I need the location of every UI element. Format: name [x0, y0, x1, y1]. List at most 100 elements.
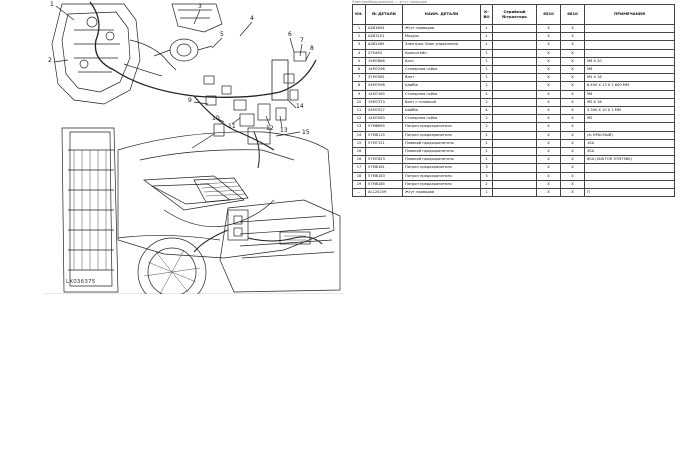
- table-cell: 1: [480, 23, 493, 34]
- table-cell: Винт с головкой: [402, 97, 481, 108]
- table-cell: 57M7121: [365, 138, 403, 149]
- table-cell: [492, 23, 537, 34]
- table-cell: X: [560, 81, 585, 91]
- column-header: К-ВО: [480, 4, 493, 25]
- table-cell: 6: [352, 65, 366, 75]
- callout-1: 1: [50, 1, 54, 8]
- table-cell: 5: [352, 56, 366, 67]
- table-cell: 10: [352, 97, 366, 108]
- table-cell: 13: [352, 122, 366, 132]
- figure-code: LX036375: [66, 279, 96, 285]
- table-cell: X: [536, 171, 561, 181]
- page-caption: Электрооборудование — жгут проводов: [352, 0, 427, 4]
- table-cell: [492, 73, 537, 83]
- table-cell: Шайба: [402, 81, 481, 91]
- table-cell: [492, 171, 537, 181]
- table-cell: X: [536, 130, 561, 140]
- callout-2: 2: [48, 57, 52, 64]
- table-cell: X: [560, 122, 585, 132]
- table-cell: X: [536, 122, 561, 132]
- table-cell: 8: [352, 81, 366, 91]
- table-cell: X: [560, 114, 585, 124]
- table-cell: X: [560, 56, 585, 67]
- table-cell: [365, 147, 403, 157]
- table-cell: [584, 48, 675, 58]
- column-header: НАИМ. ДЕТАЛИ: [402, 4, 481, 25]
- table-cell: X: [536, 114, 561, 124]
- table-cell: X: [536, 23, 561, 34]
- table-cell: 3: [480, 171, 493, 181]
- table-cell: [492, 179, 537, 190]
- table-cell: 3: [352, 40, 366, 50]
- callout-13: 13: [280, 127, 288, 134]
- callout-10: 10: [212, 115, 220, 122]
- table-cell: 5.300 X 10 X 1 MM: [584, 106, 675, 116]
- table-cell: X: [560, 171, 585, 181]
- table-cell: 17: [352, 163, 366, 173]
- table-cell: –: [352, 188, 366, 198]
- callout-8: 8: [310, 45, 314, 52]
- table-cell: 2: [480, 81, 493, 91]
- table-cell: Модуль: [402, 32, 481, 42]
- table-cell: 1: [480, 73, 493, 83]
- table-cell: 57M8181: [365, 163, 403, 173]
- table-cell: X: [560, 23, 585, 34]
- table-cell: X: [536, 106, 561, 116]
- table-cell: Z75463: [365, 48, 403, 58]
- callout-6: 6: [288, 31, 292, 38]
- table-cell: Патрон предохранителя: [402, 163, 481, 173]
- table-cell: 1: [480, 155, 493, 165]
- table-cell: X: [560, 188, 585, 198]
- table-cell: X: [536, 147, 561, 157]
- table-cell: X: [560, 40, 585, 50]
- table-cell: 1: [480, 188, 493, 198]
- callout-14: 14: [296, 103, 304, 110]
- table-cell: 16: [352, 147, 366, 157]
- table-cell: Жгут проводов: [402, 23, 481, 34]
- table-cell: [492, 65, 537, 75]
- table-cell: [492, 97, 537, 108]
- table-cell: [492, 40, 537, 50]
- table-cell: 1: [480, 48, 493, 58]
- table-cell: 30A: [584, 147, 675, 157]
- table-cell: X: [560, 32, 585, 42]
- table-cell: 14M7063: [365, 114, 403, 124]
- table-cell: 7: [352, 73, 366, 83]
- callout-3: 3: [198, 3, 202, 10]
- table-cell: П: [584, 188, 675, 198]
- column-header: 6510: [536, 4, 561, 25]
- table-cell: 24M7027: [365, 106, 403, 116]
- table-cell: [584, 171, 675, 181]
- table-cell: X: [536, 97, 561, 108]
- table-cell: M5: [584, 114, 675, 124]
- table-cell: [492, 48, 537, 58]
- table-cell: X: [536, 56, 561, 67]
- table-cell: 60A (SUB FOR 57M7980): [584, 155, 675, 165]
- table-cell: X: [560, 97, 585, 108]
- table-cell: M8 X 20: [584, 56, 675, 67]
- table-cell: [492, 138, 537, 149]
- table-cell: Кронштейн: [402, 48, 481, 58]
- table-cell: 11: [352, 106, 366, 116]
- table-cell: AZ63101: [365, 32, 403, 42]
- table-cell: Жгут проводов: [402, 188, 481, 198]
- table-cell: 9: [352, 89, 366, 99]
- table-cell: [584, 179, 675, 190]
- diagram-drawing: [44, 1, 344, 294]
- table-cell: 57M8183: [365, 171, 403, 181]
- table-cell: [584, 163, 675, 173]
- table-cell: 24M7098: [365, 81, 403, 91]
- table-cell: 19M7866: [365, 56, 403, 67]
